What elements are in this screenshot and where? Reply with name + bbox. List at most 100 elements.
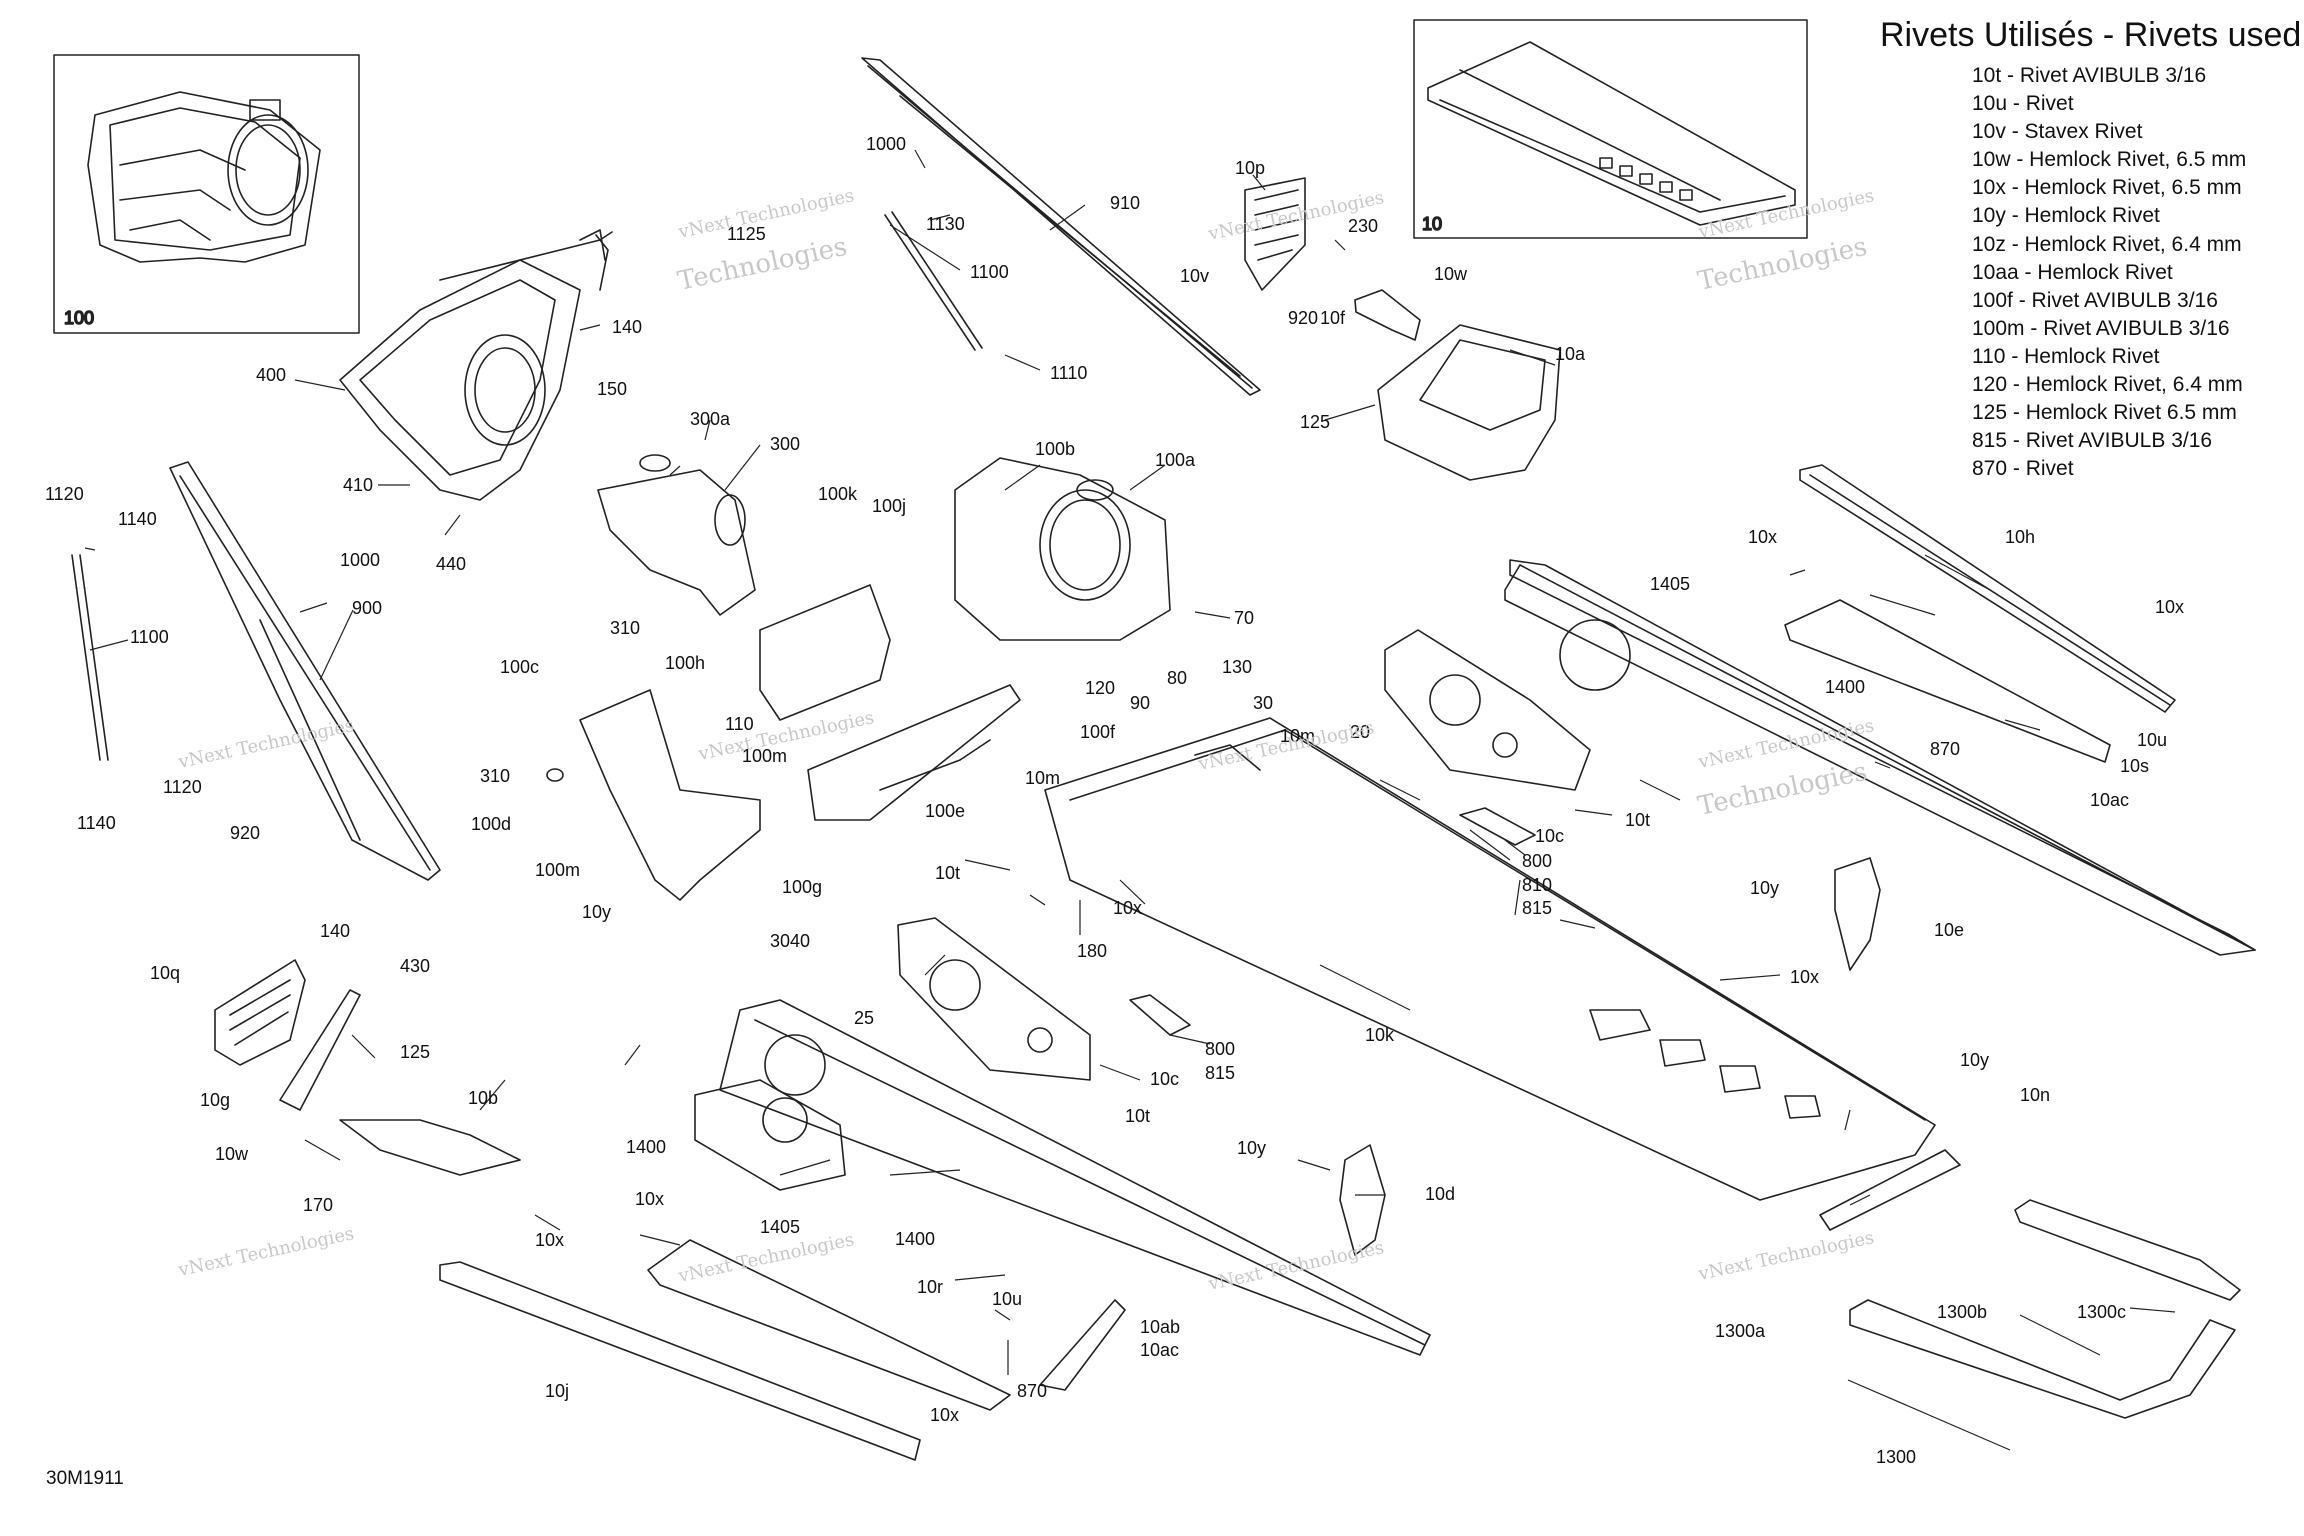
part-1400-plate xyxy=(694,1079,846,1191)
legend-item: 100m - Rivet AVIBULB 3/16 xyxy=(1972,316,2230,340)
callout-100c: 100c xyxy=(500,657,539,677)
part-300-bracket xyxy=(597,454,756,616)
callout-1120-lower: 1120 xyxy=(163,777,202,797)
part-10k-tunnel xyxy=(1044,717,1936,1201)
callout-10b: 10b xyxy=(468,1088,498,1108)
callout-10r: 10r xyxy=(917,1277,943,1297)
inset-10-part xyxy=(1427,41,1796,226)
callout-labels: 1000 1125 1130 910 1100 1110 10p 230 10v… xyxy=(45,134,2184,1467)
part-910-strut xyxy=(861,57,1261,396)
callout-1300b: 1300b xyxy=(1937,1302,1987,1322)
watermark-vnext: vNext Technologies xyxy=(176,715,356,773)
legend-item: 110 - Hemlock Rivet xyxy=(1972,344,2160,368)
callout-1110: 1110 xyxy=(1050,363,1087,383)
part-900-strut xyxy=(169,461,441,881)
callout-10x-lower-left: 10x xyxy=(535,1230,564,1250)
callout-1130: 1130 xyxy=(926,214,965,234)
callout-10t-left: 10t xyxy=(935,863,960,883)
callout-1125: 1125 xyxy=(727,224,766,244)
callout-10y-left: 10y xyxy=(582,902,611,922)
callout-10s: 10s xyxy=(2120,756,2149,776)
inset-10-frame xyxy=(1413,19,1808,239)
callout-80: 80 xyxy=(1167,668,1187,688)
callout-140-top: 140 xyxy=(612,317,642,337)
callout-10w-lower: 10w xyxy=(215,1144,249,1164)
part-100e-tray xyxy=(807,684,1021,821)
inset-100-frame xyxy=(53,54,360,334)
callout-300: 300 xyxy=(770,434,800,454)
callout-100j: 100j xyxy=(872,496,906,516)
callout-10c-lower: 10c xyxy=(1150,1069,1179,1089)
legend-item: 10x - Hemlock Rivet, 6.5 mm xyxy=(1972,176,2242,200)
callout-10t-right: 10t xyxy=(1625,810,1650,830)
callout-920-left: 920 xyxy=(230,823,260,843)
callout-10x-mid: 10x xyxy=(1113,898,1142,918)
part-10p-mesh xyxy=(1244,177,1306,291)
callout-110: 110 xyxy=(725,714,754,734)
callout-1405-lower: 1405 xyxy=(760,1217,800,1237)
callout-1100-upper: 1100 xyxy=(970,262,1009,282)
callout-1405-top: 1405 xyxy=(1650,574,1690,594)
part-800-link-lower xyxy=(1129,994,1191,1036)
callout-3040: 3040 xyxy=(770,931,810,951)
part-10n-comb xyxy=(1819,1149,1961,1231)
callout-810: 810 xyxy=(1522,875,1552,895)
part-10f-bracket xyxy=(1354,289,1421,341)
callout-1100-lower: 1100 xyxy=(130,627,169,647)
callout-100d: 100d xyxy=(471,814,511,834)
callout-100b: 100b xyxy=(1035,439,1075,459)
callout-910: 910 xyxy=(1110,193,1140,213)
legend-item: 10w - Hemlock Rivet, 6.5 mm xyxy=(1972,148,2247,172)
part-10d-bracket xyxy=(1339,1144,1386,1256)
leader-lines xyxy=(84,149,2176,1451)
callout-120-top: 120 xyxy=(1085,678,1115,698)
callout-10x-tunnel: 10x xyxy=(1790,967,1819,987)
callout-1400-right: 1400 xyxy=(1825,677,1865,697)
callout-10x-left: 10x xyxy=(635,1189,664,1209)
callout-1300c: 1300c xyxy=(2077,1302,2126,1322)
callout-410: 410 xyxy=(343,475,373,495)
callout-10m-right: 10m xyxy=(1280,726,1315,746)
part-1100-lower-rod xyxy=(71,554,109,761)
callout-920-top: 920 xyxy=(1288,308,1318,328)
callout-900: 900 xyxy=(352,598,382,618)
callout-10f: 10f xyxy=(1320,308,1346,328)
legend-item: 815 - Rivet AVIBULB 3/16 xyxy=(1972,429,2213,453)
callout-10v: 10v xyxy=(1180,266,1209,286)
callout-870-lower: 870 xyxy=(1017,1381,1047,1401)
callout-10a: 10a xyxy=(1555,344,1586,364)
legend-item: 870 - Rivet xyxy=(1972,457,2074,481)
callout-10y-right: 10y xyxy=(1750,878,1779,898)
legend-item: 100f - Rivet AVIBULB 3/16 xyxy=(1972,288,2218,312)
callout-1140-lower: 1140 xyxy=(77,813,116,833)
callout-10ac-right: 10ac xyxy=(2090,790,2129,810)
callout-100m-top: 100m xyxy=(742,746,787,766)
callout-10u-lower: 10u xyxy=(992,1289,1022,1309)
callout-1300: 1300 xyxy=(1876,1447,1916,1467)
callout-10e: 10e xyxy=(1934,920,1964,940)
callout-440: 440 xyxy=(436,554,466,574)
inset-10-label: 10 xyxy=(1422,214,1442,234)
callout-90: 90 xyxy=(1130,693,1150,713)
callout-870-right: 870 xyxy=(1930,739,1960,759)
callout-10h: 10h xyxy=(2005,527,2035,547)
part-10b-tray xyxy=(339,1119,521,1176)
part-10ab-bracket xyxy=(1039,1299,1126,1391)
callout-30: 30 xyxy=(1253,693,1273,713)
part-400-front-frame xyxy=(339,229,613,501)
callout-310-top: 310 xyxy=(610,618,640,638)
part-10q-mesh xyxy=(214,959,306,1066)
part-100c-bracket xyxy=(546,689,761,901)
callout-100f: 100f xyxy=(1080,722,1116,742)
legend-item: 10y - Hemlock Rivet xyxy=(1972,204,2160,228)
watermarks: vNext Technologies Technologies vNext Te… xyxy=(176,185,1876,1295)
callout-25: 25 xyxy=(854,1008,874,1028)
part-1405-right-rail xyxy=(1504,559,2256,956)
legend-item: 120 - Hemlock Rivet, 6.4 mm xyxy=(1972,373,2243,397)
callout-400: 400 xyxy=(256,365,286,385)
watermark-technologies: Technologies xyxy=(1695,232,1870,297)
watermark-vnext: vNext Technologies xyxy=(676,1229,856,1287)
callout-1140-top: 1140 xyxy=(118,509,157,529)
watermark-vnext: vNext Technologies xyxy=(1696,1227,1876,1285)
callout-815-lower: 815 xyxy=(1205,1063,1235,1083)
